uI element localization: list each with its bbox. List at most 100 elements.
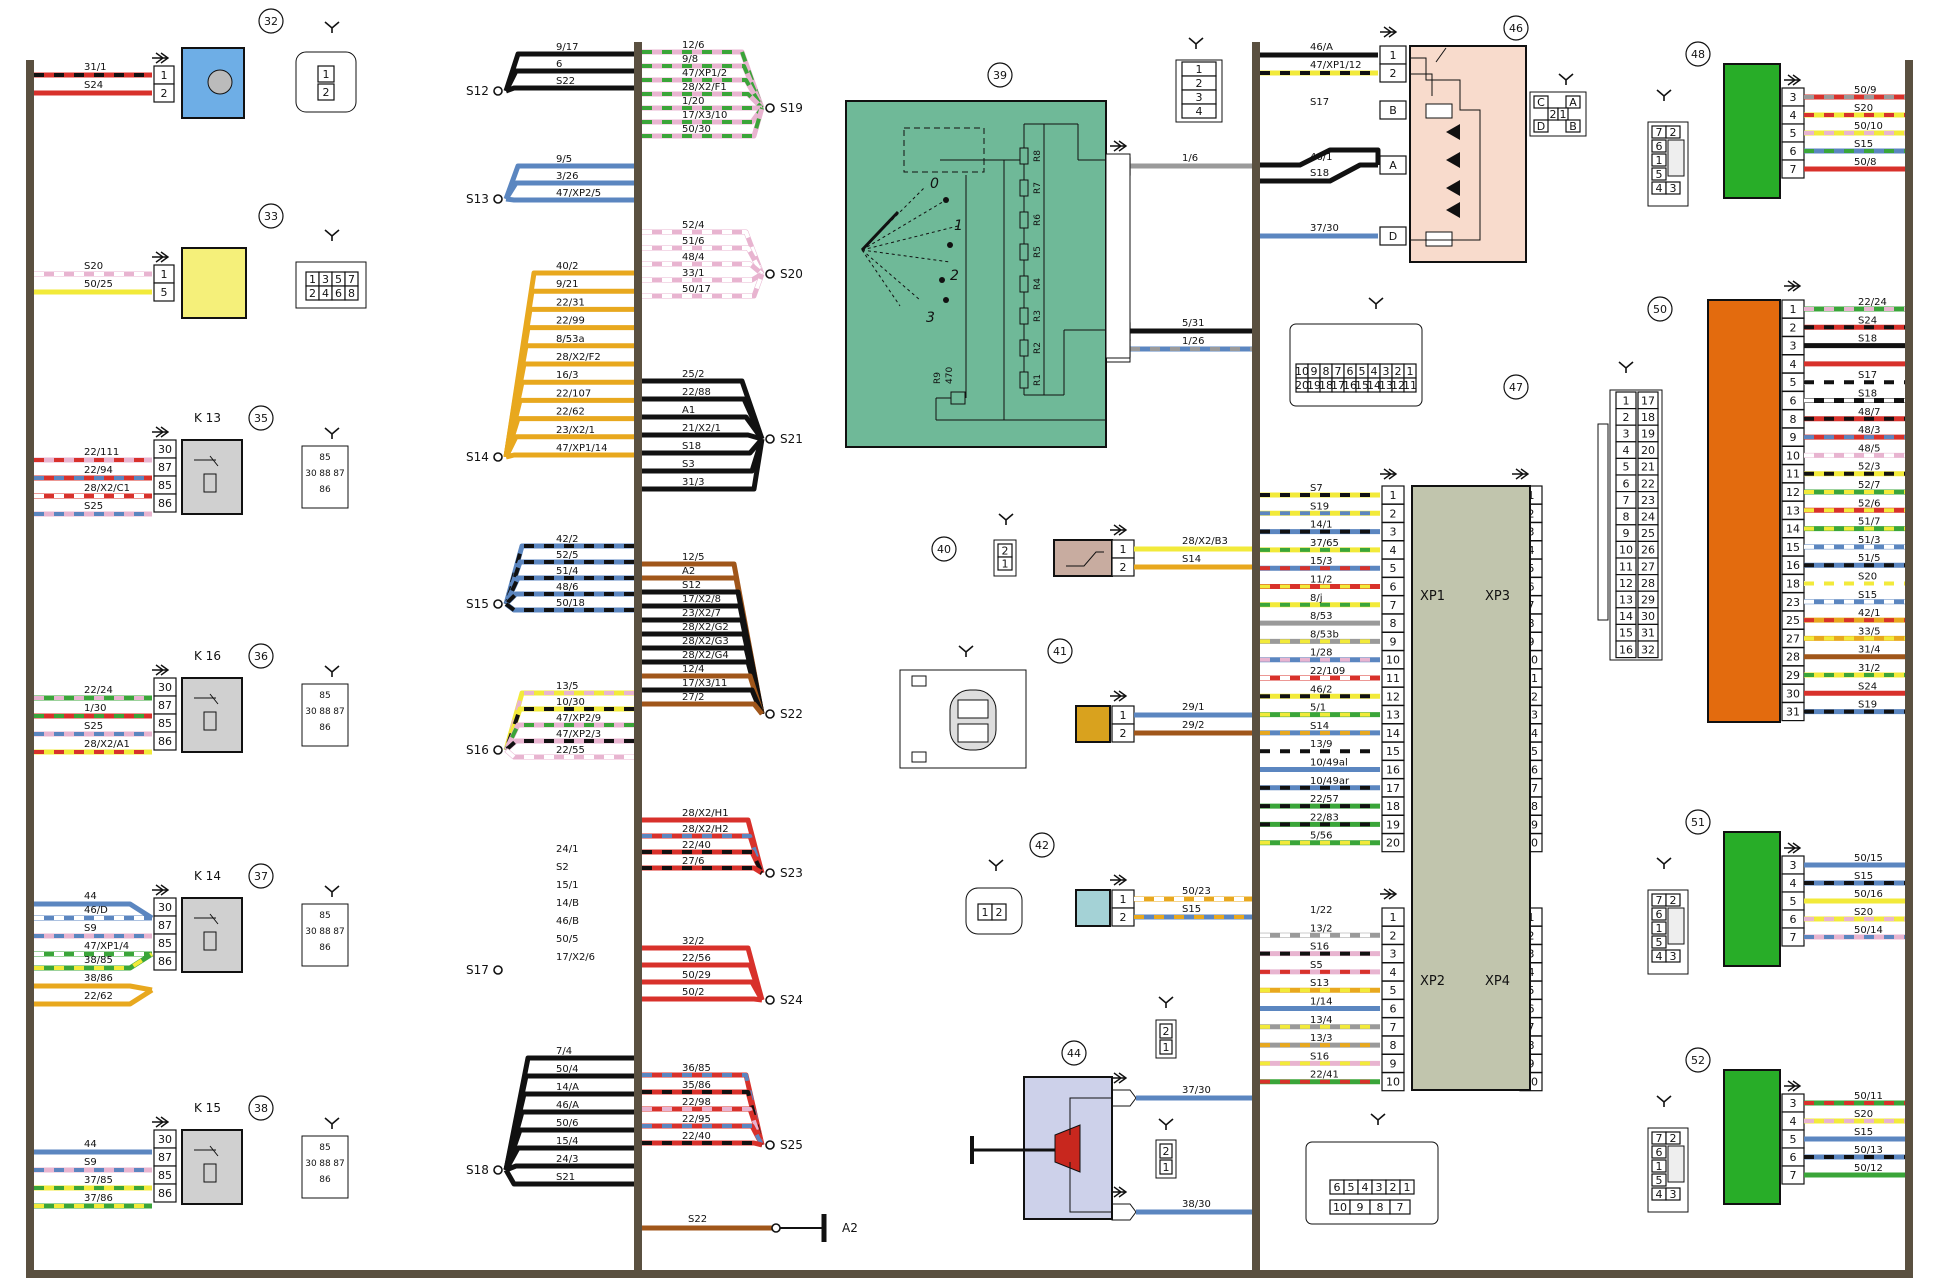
c47-xp1-pin-label: 19 <box>1386 818 1400 831</box>
c50-wire-label-16: S20 <box>1858 572 1877 583</box>
c46-wire-4-label: 46/1 <box>1310 152 1332 163</box>
c32-pin-2-box <box>153 83 175 103</box>
splice-S23-wire-4 <box>642 865 764 876</box>
c50-conn-right-label: 25 <box>1641 527 1655 540</box>
c33-pin-5-box <box>153 282 175 302</box>
splice-S25-wire-5 <box>642 1140 763 1148</box>
splice-S17-wire-label-1: 24/1 <box>556 844 578 855</box>
c50-plug-icon <box>1618 361 1634 373</box>
c50-conn-right-label: 28 <box>1641 577 1655 590</box>
c37-body <box>181 897 243 973</box>
splice-S19-wire-label-3: 47/XP1/2 <box>682 68 727 79</box>
c47-conn20-bot-label: 12 <box>1391 379 1405 392</box>
c46-plug-icon <box>1188 37 1204 49</box>
c47-xp1-pin-label: 12 <box>1386 690 1400 703</box>
c44-conn-b-1-label: 1 <box>1163 1161 1170 1174</box>
c47-conn20-top-label: 5 <box>1359 365 1366 378</box>
c47-xp1-pin-label: 10 <box>1386 654 1400 667</box>
splice-S14-dot <box>493 452 503 462</box>
c47-xp1-wire-label-14: S14 <box>1310 721 1329 732</box>
c51-plug-icon <box>1656 857 1672 869</box>
c33-pin-5-label: 5 <box>161 286 168 299</box>
c38-pin-30-label: 30 <box>158 1133 172 1146</box>
c37-pin-87-label: 87 <box>158 919 172 932</box>
c51-conn-7-label: 7 <box>1656 894 1663 907</box>
c33-plug-icon <box>324 229 340 241</box>
c50-conn-left-label: 16 <box>1619 643 1633 656</box>
splice-S15-wire-label-3: 51/4 <box>556 566 578 577</box>
c35-number-circle <box>248 405 274 431</box>
c50-conn-right-label: 24 <box>1641 511 1655 524</box>
c50-conn-left-label: 9 <box>1623 527 1630 540</box>
c36-socket-30: 30 <box>305 707 317 717</box>
c44-trace-b <box>1069 1162 1112 1213</box>
c47-xp1-wire-label-12: 46/2 <box>1310 684 1332 695</box>
c38-body <box>181 1129 243 1205</box>
c32-conn-1-box <box>317 65 335 83</box>
c36-socket-88: 88 <box>319 707 331 717</box>
c52-wire-label-2: S20 <box>1854 1109 1873 1120</box>
c47-conn20-bot-label: 18 <box>1319 379 1333 392</box>
c40-pin-2-label: 2 <box>1120 561 1127 574</box>
c48-number-circle <box>1685 41 1711 67</box>
c32-pin-2-label: 2 <box>161 87 168 100</box>
c38-coil <box>203 1163 217 1183</box>
c35-relay-label: K 13 <box>194 411 221 425</box>
c38-wire-2-label: S9 <box>84 1157 97 1168</box>
c46-number-text: 46 <box>1509 22 1523 35</box>
c39-resistor-R2 <box>1019 339 1029 357</box>
c50-pin-31-label: 31 <box>1786 706 1800 719</box>
a2-wire-label: S22 <box>688 1214 707 1225</box>
c42-body <box>1075 889 1111 927</box>
c35-socket-85: 85 <box>319 453 330 463</box>
splice-S15-wire-label-4: 48/6 <box>556 582 578 593</box>
c37-number-text: 37 <box>254 870 268 883</box>
splice-S18-name: S18 <box>466 1163 489 1177</box>
c47-xp1-wire-label-10: 1/28 <box>1310 648 1332 659</box>
c35-pin-87-label: 87 <box>158 461 172 474</box>
c48-wire-label-4: S15 <box>1854 139 1873 150</box>
c51-pin-6-label: 6 <box>1790 913 1797 926</box>
splice-S20-wire-label-3: 48/4 <box>682 252 704 263</box>
c50-wire-label-11: 52/7 <box>1858 480 1880 491</box>
c47-xp1-pin-label: 16 <box>1386 764 1400 777</box>
c41-arrow-icon <box>1110 690 1128 702</box>
c47-number-text: 47 <box>1509 381 1523 394</box>
splice-S16-wire-label-2: 10/30 <box>556 697 585 708</box>
c46-pin-1-label: 1 <box>1390 49 1397 62</box>
c52-conn-5-box <box>1651 1173 1667 1187</box>
splice-S17-wire-label-6: 50/5 <box>556 934 578 945</box>
c51-wire-label-2: S15 <box>1854 871 1873 882</box>
c50-wire-label-9: 48/5 <box>1858 443 1880 454</box>
c32-conn-2-label: 2 <box>323 86 330 99</box>
c46-conn2-B-label: B <box>1569 120 1577 133</box>
splice-S22-dot <box>765 709 775 719</box>
c39-resistor-R3-label: R3 <box>1033 310 1043 322</box>
c47-xp1-wire-label-4: 37/65 <box>1310 538 1339 549</box>
c48-pin-5-label: 5 <box>1790 127 1797 140</box>
c47-conn10-bot-label: 10 <box>1333 1201 1347 1214</box>
c50-conn-right-label: 21 <box>1641 461 1655 474</box>
c51-pin-4-label: 4 <box>1790 877 1797 890</box>
c37-wire-2-label: 46/D <box>84 905 108 916</box>
splice-S16-wire-label-3: 47/XP2/9 <box>556 713 601 724</box>
c35-socket-88: 88 <box>319 469 331 479</box>
c47-xp2-wire-label-5: S13 <box>1310 978 1329 989</box>
c38-socket-88: 88 <box>319 1159 331 1169</box>
c41-wire-2-label: 29/2 <box>1182 720 1204 731</box>
a2-label: A2 <box>842 1221 858 1235</box>
c47-conn10-top-label: 6 <box>1334 1181 1341 1194</box>
c39-resistor-R8 <box>1019 147 1029 165</box>
c47-xp1-pin-label: 8 <box>1390 617 1397 630</box>
c39-fan-lines <box>861 187 959 307</box>
c33-number-circle <box>258 203 284 229</box>
splice-S21-wire-label-5: S18 <box>682 441 701 452</box>
c40-number-text: 40 <box>937 543 951 556</box>
c47-xp1-wire-label-11: 22/109 <box>1310 666 1345 677</box>
splice-S22-name: S22 <box>780 707 803 721</box>
splice-S13-dot <box>493 194 503 204</box>
c50-conn-left-label: 1 <box>1623 394 1630 407</box>
c44-conn-b-1-box <box>1159 1159 1173 1175</box>
